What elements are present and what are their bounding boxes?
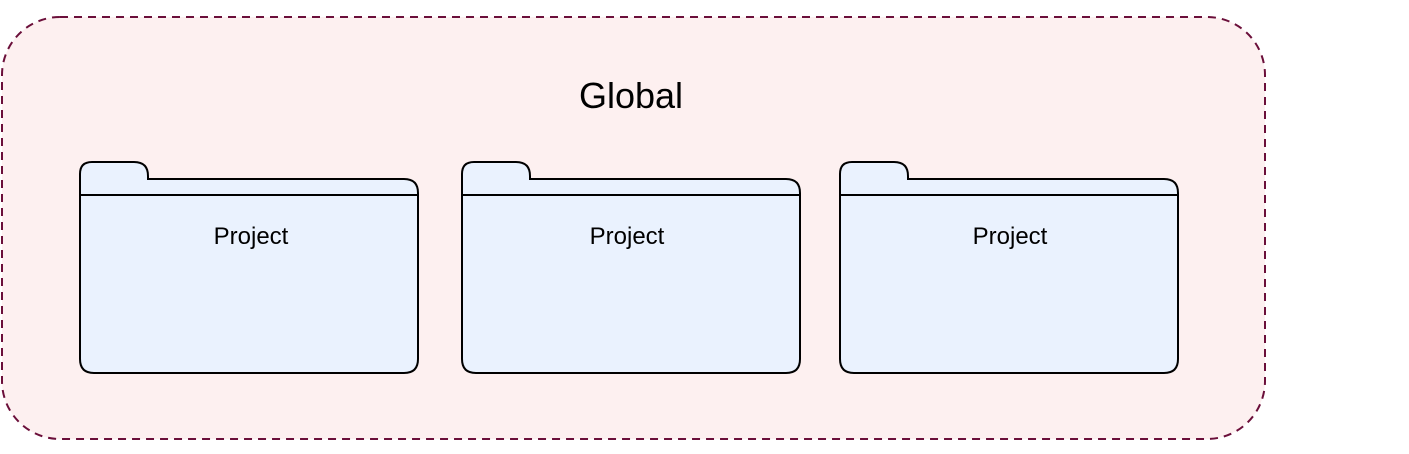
project-folder-label: Project — [214, 223, 289, 250]
project-folder-label: Project — [973, 223, 1048, 250]
project-folder-3[interactable]: Project — [839, 161, 1179, 374]
global-container-label: Global — [579, 75, 683, 116]
project-folder-label: Project — [590, 223, 665, 250]
folder-icon — [461, 161, 801, 374]
folder-icon — [839, 161, 1179, 374]
folder-icon — [79, 161, 419, 374]
project-folder-2[interactable]: Project — [461, 161, 801, 374]
project-folder-1[interactable]: Project — [79, 161, 419, 374]
